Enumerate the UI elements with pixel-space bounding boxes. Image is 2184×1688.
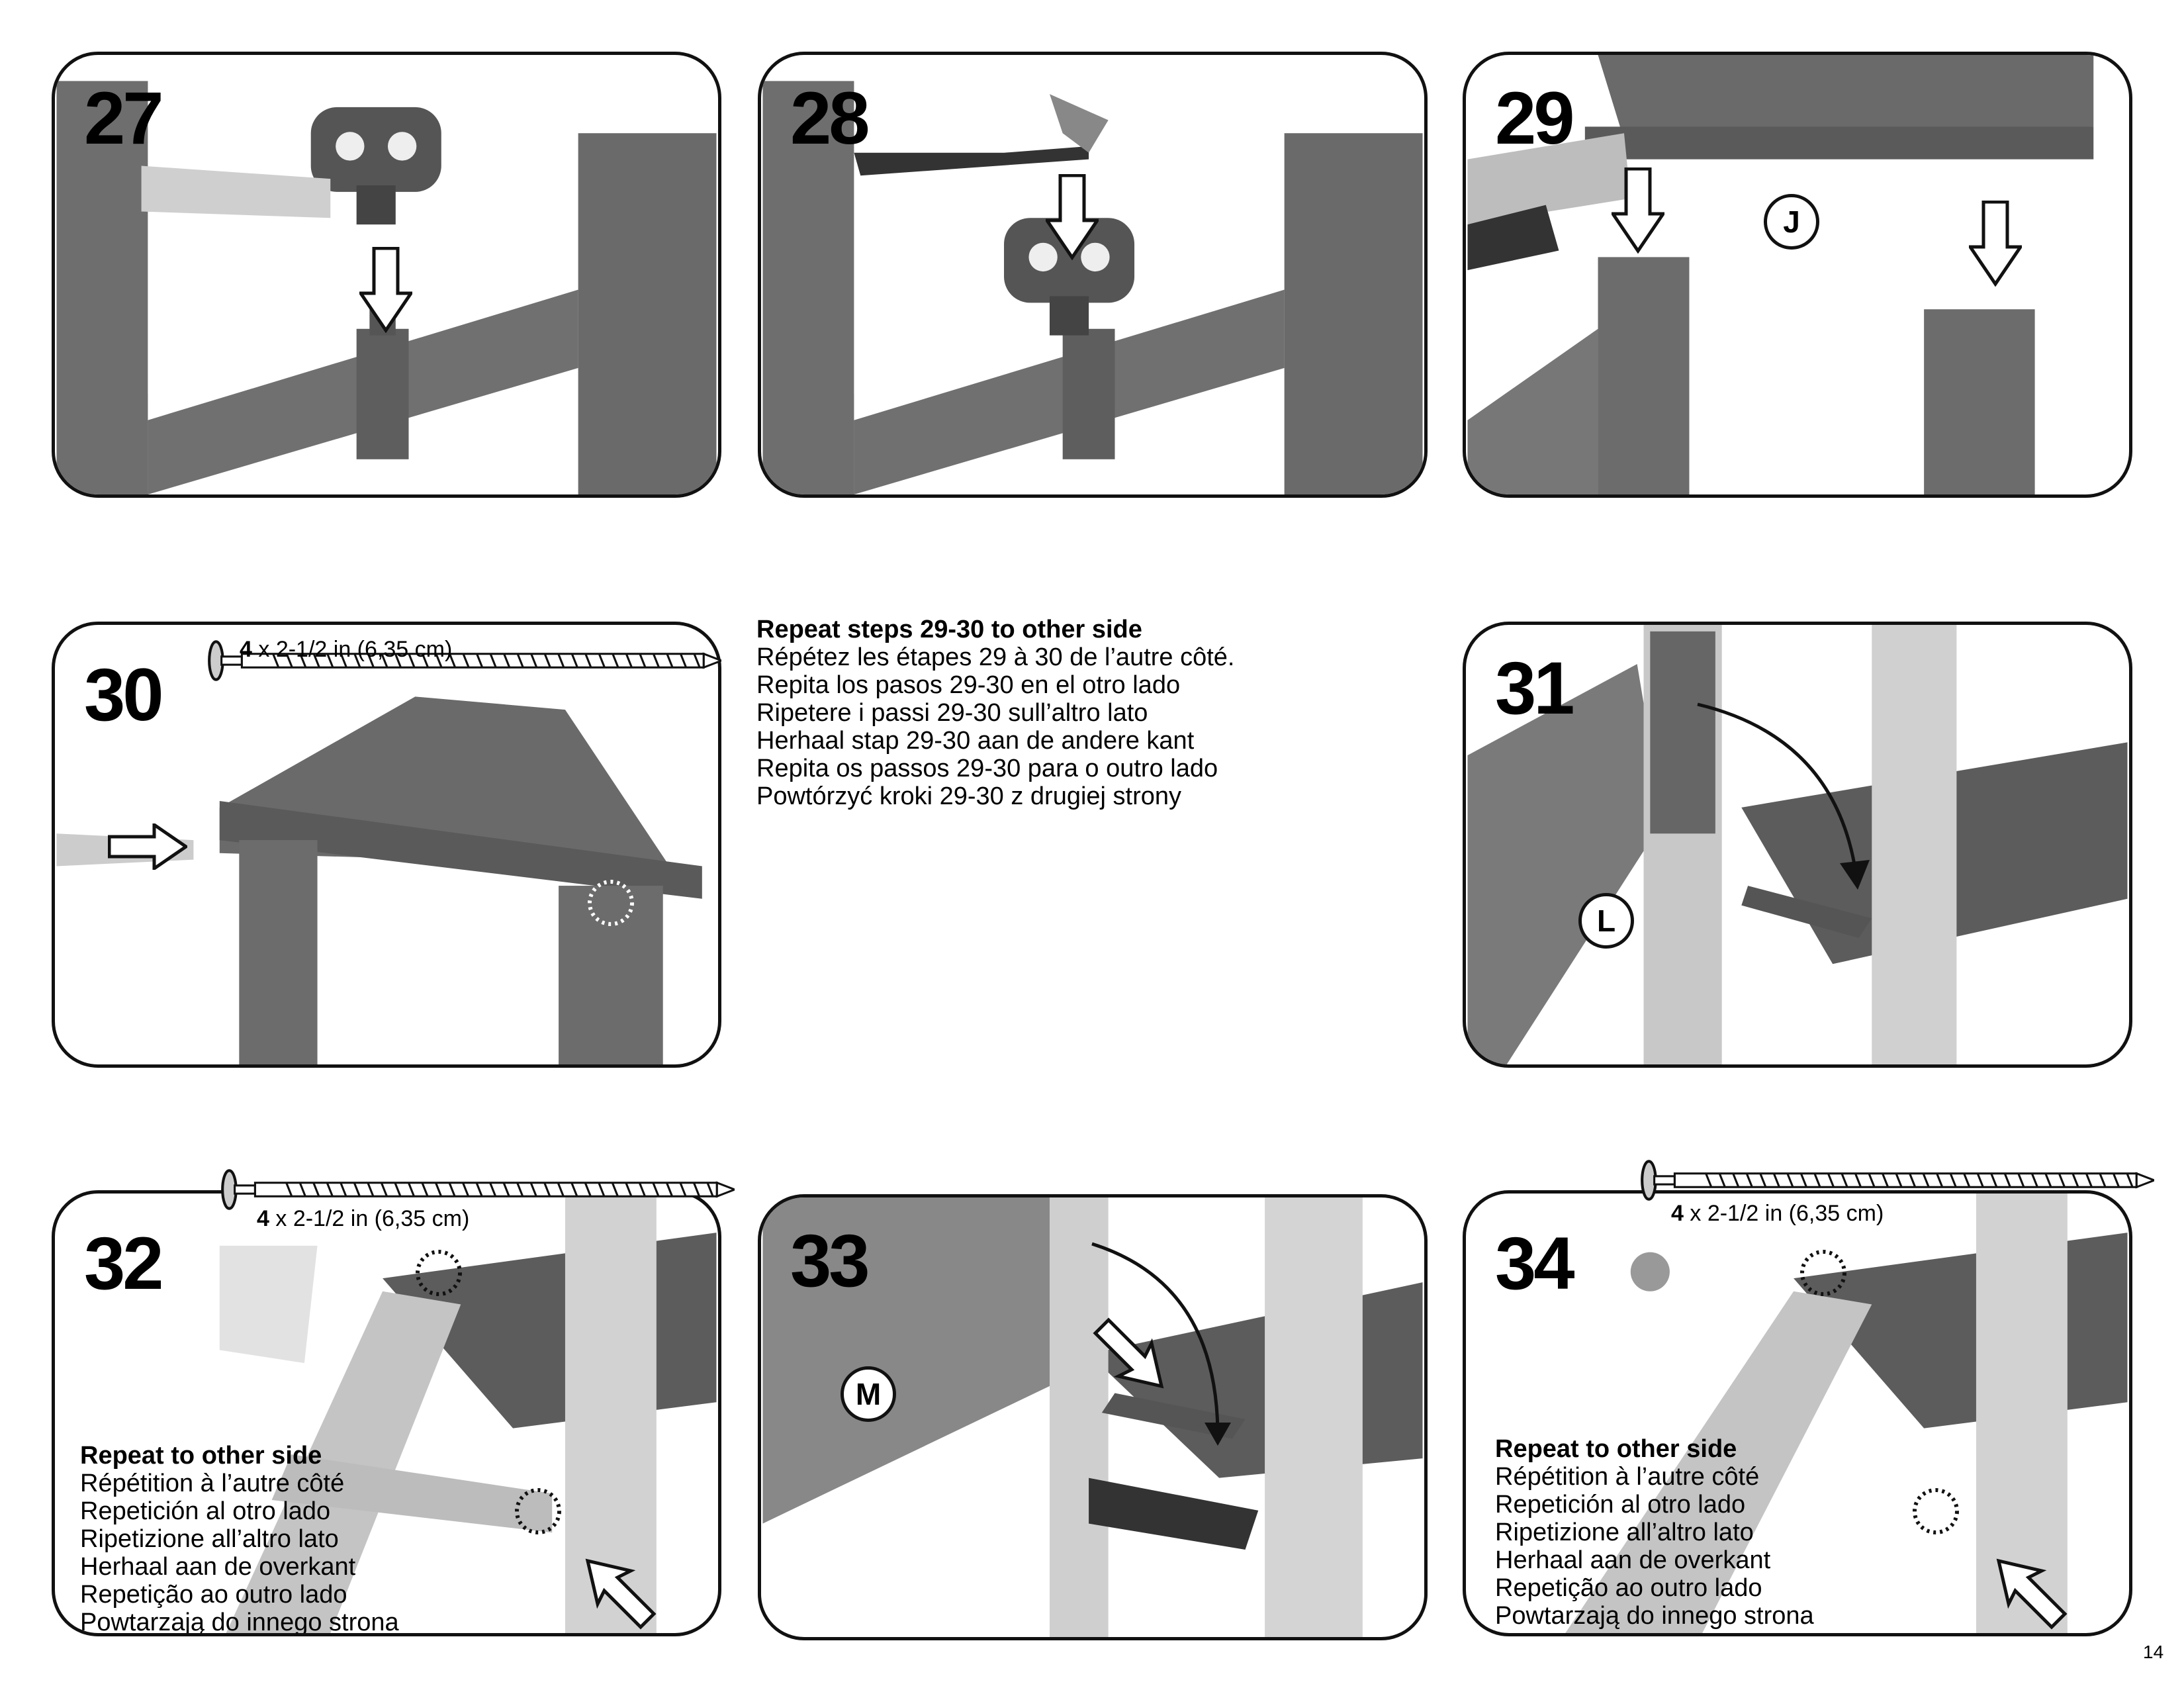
- right-arrow-icon: [108, 823, 187, 870]
- note-pl: Powtarzają do innego strona: [1495, 1602, 1814, 1630]
- step-28-panel: 28: [758, 52, 1428, 498]
- step-32-panel: 32 Repeat to other side Répétition à l’a…: [52, 1190, 721, 1636]
- note-nl: Herhaal aan de overkant: [80, 1553, 356, 1581]
- screw-quantity: 4: [1671, 1201, 1684, 1226]
- step-29-panel: J 29: [1463, 52, 2132, 498]
- diagonal-arrow-icon: [1093, 1317, 1164, 1389]
- instruction-fr: Répétez les étapes 29 à 30 de l’autre cô…: [756, 643, 1235, 671]
- screw-spec: 4 x 2-1/2 in (6,35 cm): [240, 637, 452, 663]
- step-34-photo: [1565, 1194, 2128, 1633]
- screw-spec: 4 x 2-1/2 in (6,35 cm): [257, 1206, 469, 1232]
- step-33-panel: M 33: [758, 1194, 1428, 1640]
- screw-size: x 2-1/2 in (6,35 cm): [275, 1206, 470, 1231]
- step-number: 27: [84, 77, 164, 160]
- instruction-en: Repeat steps 29-30 to other side: [756, 616, 1142, 643]
- down-arrow-icon: [1046, 174, 1099, 260]
- down-arrow-icon: [1969, 201, 2022, 287]
- down-arrow-icon: [1612, 167, 1664, 254]
- part-label-j: J: [1764, 194, 1819, 250]
- screw-spec: 4 x 2-1/2 in (6,35 cm): [1671, 1201, 1884, 1227]
- screw-icon: [218, 1169, 735, 1210]
- note-nl: Herhaal aan de overkant: [1495, 1546, 1771, 1574]
- note-pt: Repetição ao outro lado: [80, 1581, 347, 1609]
- step-31-panel: L 31: [1463, 622, 2132, 1068]
- instruction-pt: Repita os passos 29-30 para o outro lado: [756, 755, 1218, 782]
- page-number: 14: [2143, 1642, 2164, 1662]
- curved-arrow-icon: [1697, 702, 1870, 890]
- note-pl: Powtarzają do innego strona: [80, 1609, 399, 1636]
- step-27-panel: 27: [52, 52, 721, 498]
- step-31-photo: [1467, 625, 2128, 1064]
- note-en: Repeat to other side: [80, 1442, 322, 1470]
- step-34-panel: 34 Repeat to other side Répétition à l’a…: [1463, 1190, 2132, 1636]
- instruction-es: Repita los pasos 29-30 en el otro lado: [756, 671, 1181, 699]
- step-number: 31: [1495, 647, 1575, 729]
- instruction-it: Ripetere i passi 29-30 sull’altro lato: [756, 699, 1148, 727]
- screw-location-marker-icon: [1913, 1488, 1959, 1534]
- note-fr: Répétition à l’autre côté: [1495, 1463, 1760, 1491]
- note-es: Repetición al otro lado: [1495, 1491, 1746, 1519]
- diagonal-arrow-icon: [585, 1558, 657, 1630]
- step-number: 28: [790, 77, 870, 160]
- part-label-m: M: [841, 1366, 896, 1422]
- screw-location-marker-icon: [515, 1488, 561, 1534]
- repeat-note: Repeat to other side Répétition à l’autr…: [1495, 1435, 1814, 1630]
- screw-location-marker-icon: [416, 1250, 462, 1296]
- screw-size: x 2-1/2 in (6,35 cm): [258, 637, 453, 662]
- step-number: 34: [1495, 1222, 1575, 1305]
- screw-quantity: 4: [240, 637, 252, 662]
- screw-location-marker-icon: [1800, 1250, 1846, 1296]
- instruction-pl: Powtórzyć kroki 29-30 z drugiej strony: [756, 782, 1182, 810]
- note-pt: Repetição ao outro lado: [1495, 1574, 1762, 1602]
- step-number: 29: [1495, 77, 1575, 160]
- screw-quantity: 4: [257, 1206, 269, 1231]
- step-number: 32: [84, 1222, 164, 1305]
- step-number: 33: [790, 1219, 870, 1302]
- repeat-note: Repeat to other side Répétition à l’autr…: [80, 1442, 399, 1636]
- diagonal-arrow-icon: [1996, 1558, 2068, 1630]
- note-it: Ripetizione all’altro lato: [80, 1525, 339, 1553]
- step-32-photo: [219, 1194, 717, 1633]
- step-27-photo: [56, 81, 717, 494]
- part-label-l: L: [1578, 893, 1634, 949]
- screw-size: x 2-1/2 in (6,35 cm): [1690, 1201, 1884, 1226]
- curved-arrow-icon: [1091, 1242, 1231, 1446]
- repeat-steps-instructions: Repeat steps 29-30 to other side Répétez…: [756, 616, 1234, 810]
- screw-icon: [1638, 1160, 2154, 1201]
- note-es: Repetición al otro lado: [80, 1497, 331, 1525]
- step-33-photo: [762, 1197, 1423, 1637]
- note-it: Ripetizione all’altro lato: [1495, 1519, 1754, 1546]
- note-fr: Répétition à l’autre côté: [80, 1470, 345, 1497]
- step-number: 30: [84, 653, 164, 736]
- note-en: Repeat to other side: [1495, 1435, 1737, 1463]
- instruction-nl: Herhaal stap 29-30 aan de andere kant: [756, 727, 1195, 755]
- screw-location-marker-icon: [588, 880, 634, 926]
- step-28-photo: [762, 81, 1423, 494]
- step-29-photo: [1467, 55, 2094, 494]
- step-30-panel: 30: [52, 622, 721, 1068]
- down-arrow-icon: [359, 247, 412, 333]
